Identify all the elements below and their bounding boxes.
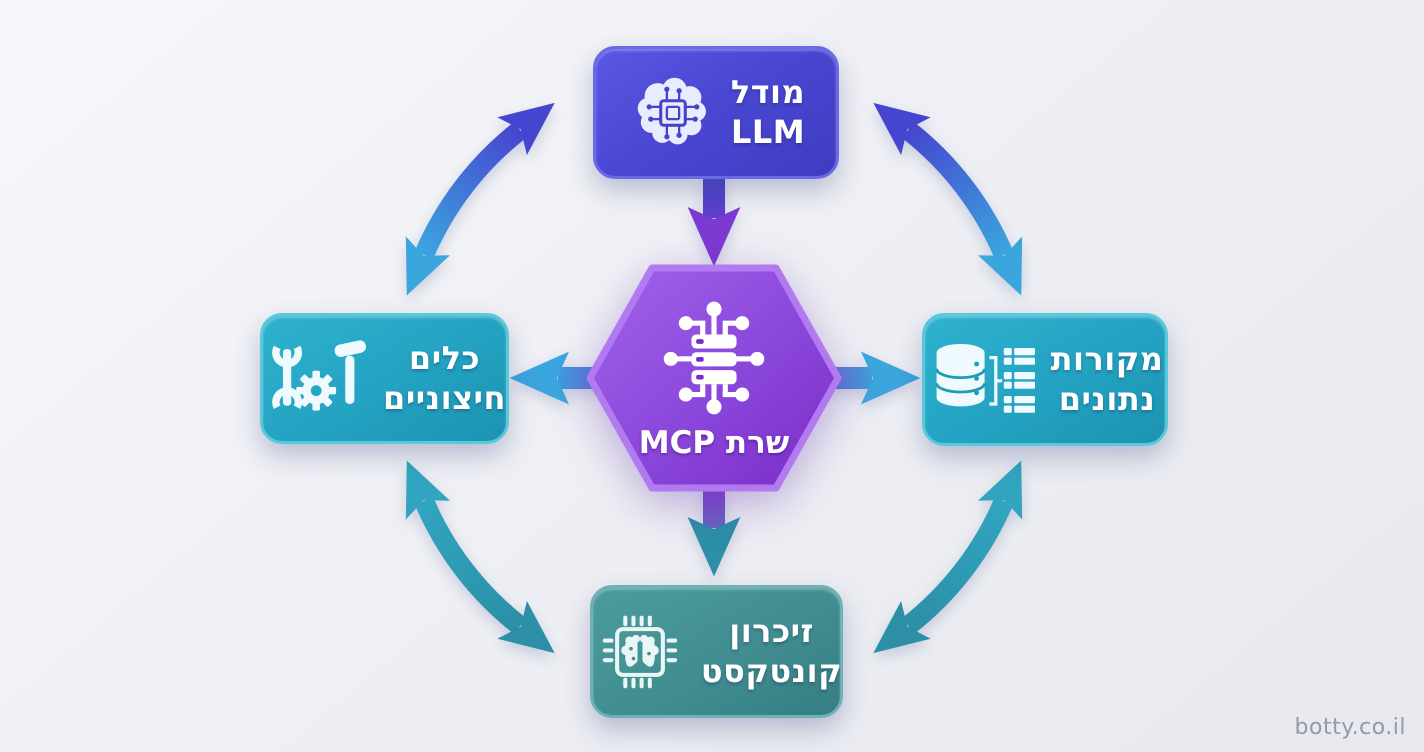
node-memory-label-line1: זיכרון [729,612,814,651]
arc-tools-llm [405,102,555,296]
node-data-sources: מקורות נתונים [922,313,1168,446]
node-tools-label-line2: חיצוניים [383,378,506,417]
node-external-tools: כלים חיצוניים [260,313,509,444]
node-tools-label-line1: כלים [408,339,481,378]
brain-circuit-icon [627,67,719,159]
node-memory-label-line2: קונטקסט [700,651,843,690]
node-mcp-server: שרת MCP [586,264,842,492]
tools-icon [263,329,371,429]
node-data-sources-label-line1: מקורות [1050,340,1164,379]
node-llm-label-line1: מודל [730,73,806,112]
node-llm-label: מודל LLM [731,73,805,151]
node-memory-label: זיכרון קונטקסט [701,612,842,690]
node-tools-label: כלים חיצוניים [383,339,506,417]
node-llm-model: מודל LLM [593,46,839,179]
server-network-icon [652,295,776,423]
node-context-memory: זיכרון קונטקסט [590,585,843,718]
arc-llm-data-sources [873,102,1023,296]
database-icon [927,331,1039,429]
node-data-sources-label-line2: נתונים [1058,379,1156,418]
watermark: botty.co.il [1294,715,1406,740]
arc-data-sources-memory [873,460,1023,654]
node-llm-label-line2: LLM [730,112,806,151]
node-data-sources-label: מקורות נתונים [1051,340,1164,418]
memory-chip-icon [591,603,689,701]
node-mcp-server-label: שרת MCP [638,425,790,461]
arc-memory-tools [405,460,555,654]
